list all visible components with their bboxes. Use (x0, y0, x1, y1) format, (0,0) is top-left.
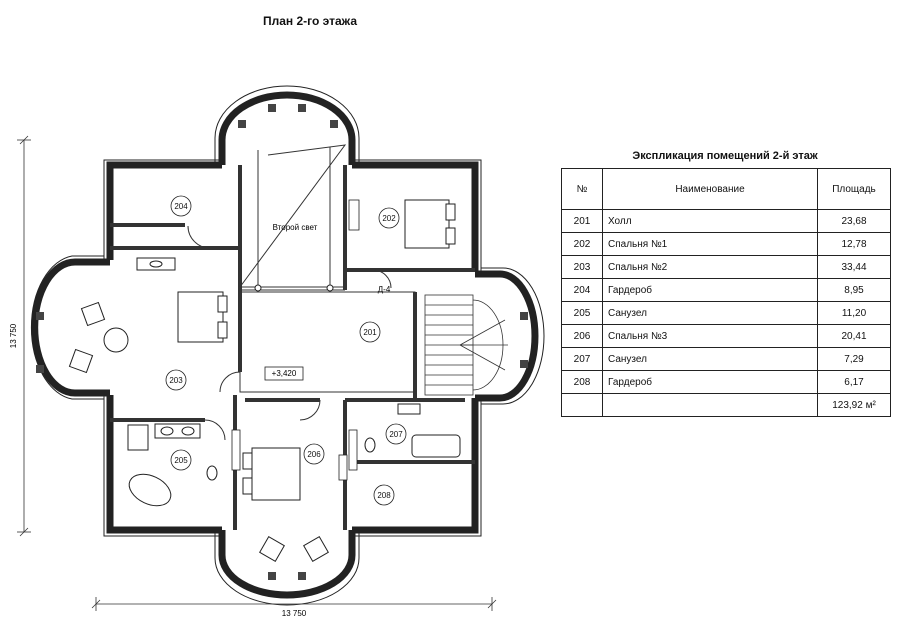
row-num: 206 (561, 324, 603, 348)
row-num: 202 (561, 232, 603, 256)
row-name: Спальня №1 (602, 232, 818, 256)
room-marker-207 (385, 423, 407, 445)
level-mark: +3,420 (272, 369, 297, 378)
dimension-lines (17, 135, 497, 611)
bottom-bay (214, 530, 360, 606)
header-num: № (561, 168, 603, 210)
row-area: 8,95 (817, 278, 891, 302)
room-label-206: 206 (307, 450, 321, 459)
room-label-202: 202 (382, 214, 396, 223)
row-num: 207 (561, 347, 603, 371)
second-light-note: Второй свет (273, 223, 318, 232)
room-marker-201 (359, 321, 381, 343)
room-marker-206 (303, 443, 325, 465)
right-bay (475, 267, 545, 405)
room-label-205: 205 (174, 456, 188, 465)
row-area: 23,68 (817, 209, 891, 233)
room-marker-202 (378, 207, 400, 229)
top-bay (214, 85, 360, 165)
room-marker-208 (373, 484, 395, 506)
table-row: 204 Гардероб 8,95 (561, 278, 891, 302)
table-row: 202 Спальня №1 12,78 (561, 232, 891, 256)
door-mark: Д-4 (378, 285, 391, 294)
row-num: 201 (561, 209, 603, 233)
row-num: 204 (561, 278, 603, 302)
room-markers (165, 195, 407, 506)
outer-walls (106, 161, 479, 534)
table-row: 207 Санузел 7,29 (561, 347, 891, 371)
row-name: Санузел (602, 347, 818, 371)
row-area: 6,17 (817, 370, 891, 394)
explication-table: № Наименование Площадь 201 Холл 23,68 20… (561, 168, 891, 417)
row-name: Гардероб (602, 370, 818, 394)
table-row: 205 Санузел 11,20 (561, 301, 891, 325)
row-name: Санузел (602, 301, 818, 325)
room-marker-205 (170, 449, 192, 471)
table-row: 208 Гардероб 6,17 (561, 370, 891, 394)
table-header-row: № Наименование Площадь (561, 168, 891, 210)
header-name: Наименование (602, 168, 818, 210)
row-area: 20,41 (817, 324, 891, 348)
table-row: 203 Спальня №2 33,44 (561, 255, 891, 279)
width-dimension: 13 750 (282, 609, 307, 618)
row-num: 208 (561, 370, 603, 394)
row-area: 11,20 (817, 301, 891, 325)
row-name: Гардероб (602, 278, 818, 302)
total-area: 123,92 м² (817, 393, 891, 417)
row-area: 7,29 (817, 347, 891, 371)
left-bay (30, 255, 110, 400)
row-name: Холл (602, 209, 818, 233)
beds (177, 199, 456, 501)
explication-title: Экспликация помещений 2-й этаж (632, 150, 818, 162)
utility-panels (231, 199, 360, 481)
height-dimension: 13 750 (9, 323, 18, 348)
row-num: 205 (561, 301, 603, 325)
room-label-204: 204 (174, 202, 188, 211)
window-marks (36, 104, 528, 580)
room-marker-204 (170, 195, 192, 217)
row-name: Спальня №2 (602, 255, 818, 279)
table-total-row: 123,92 м² (561, 393, 891, 417)
plan-title: План 2-го этажа (262, 14, 358, 28)
row-area: 33,44 (817, 255, 891, 279)
room-label-208: 208 (377, 491, 391, 500)
row-num: 203 (561, 255, 603, 279)
floor-plan: 201 202 203 204 205 206 207 208 +3,420 В… (9, 85, 545, 618)
armchairs (68, 301, 329, 562)
header-area: Площадь (817, 168, 891, 210)
row-name: Спальня №3 (602, 324, 818, 348)
table-row: 201 Холл 23,68 (561, 209, 891, 233)
table-row: 206 Спальня №3 20,41 (561, 324, 891, 348)
staircase (424, 294, 508, 396)
row-area: 12,78 (817, 232, 891, 256)
room-label-203: 203 (169, 376, 183, 385)
grid-markers (254, 284, 334, 292)
room-label-201: 201 (363, 328, 377, 337)
room-label-207: 207 (389, 430, 403, 439)
total-num (561, 393, 603, 417)
bathroom-fixtures (127, 257, 461, 507)
total-name (602, 393, 818, 417)
room-marker-203 (165, 369, 187, 391)
